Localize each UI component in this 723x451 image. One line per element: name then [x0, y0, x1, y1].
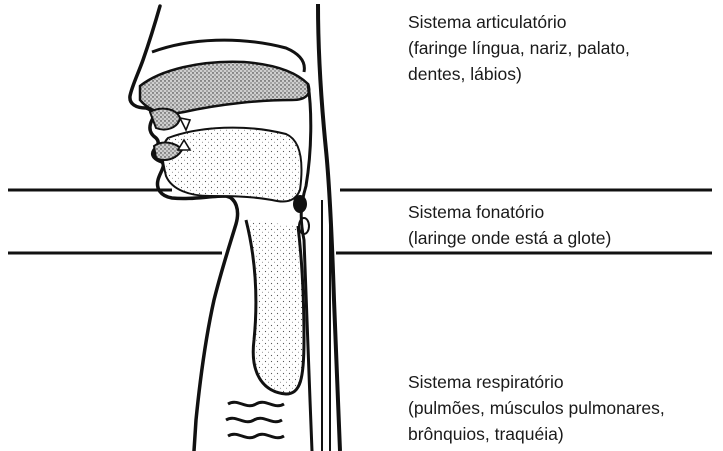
respiratory-detail-line-2: brônquios, traquéia): [408, 421, 665, 447]
articulatory-detail-line-1: (faringe língua, nariz, palato,: [408, 35, 630, 61]
label-respiratory-system: Sistema respiratório (pulmões, músculos …: [408, 369, 665, 447]
esophagus-line: [322, 200, 330, 451]
phonatory-detail-line-1: (laringe onde está a glote): [408, 225, 611, 251]
articulatory-detail-line-2: dentes, lábios): [408, 61, 630, 87]
trachea-outline: [246, 220, 304, 394]
articulatory-title: Sistema articulatório: [408, 9, 630, 35]
lung-wave-1: [228, 402, 284, 405]
palate-outline: [140, 62, 309, 114]
phonatory-title: Sistema fonatório: [408, 199, 611, 225]
lung-wave-2: [226, 418, 282, 421]
respiratory-title: Sistema respiratório: [408, 369, 665, 395]
label-articulatory-system: Sistema articulatório (faringe língua, n…: [408, 9, 630, 87]
label-phonatory-system: Sistema fonatório (laringe onde está a g…: [408, 199, 611, 251]
oral-cavity-fill: [163, 128, 302, 202]
glottis: [293, 195, 307, 213]
lung-wave-3: [228, 434, 284, 437]
respiratory-detail-line-1: (pulmões, músculos pulmonares,: [408, 395, 665, 421]
